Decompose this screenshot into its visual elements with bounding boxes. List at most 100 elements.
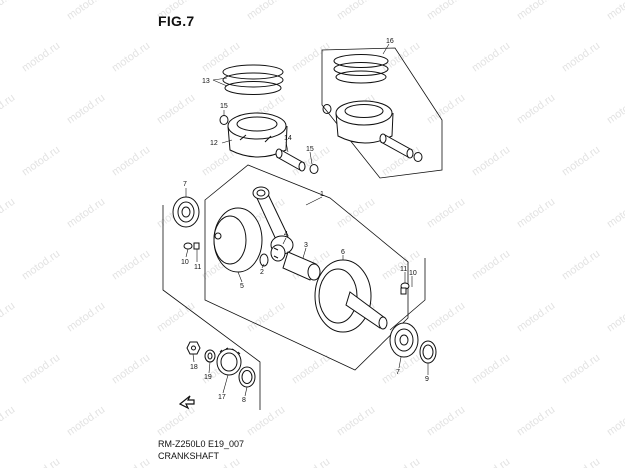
watermark-text: motod.ru <box>425 0 467 22</box>
callout-4: 4 <box>284 231 288 238</box>
piston-pin-left <box>275 148 306 172</box>
watermark-text: motod.ru <box>515 196 557 231</box>
watermark-text: motod.ru <box>470 248 512 283</box>
right-crank-web <box>314 259 388 333</box>
watermark-text: motod.ru <box>515 404 557 439</box>
watermark-text: motod.ru <box>605 92 625 127</box>
watermark-text: motod.ru <box>560 456 602 468</box>
right-oil-seal <box>419 340 437 364</box>
watermark-text: motod.ru <box>110 352 152 387</box>
right-key-pin <box>400 282 410 295</box>
watermark-text: motod.ru <box>515 92 557 127</box>
watermark-text: motod.ru <box>605 196 625 231</box>
watermark-text: motod.ru <box>65 0 107 22</box>
watermark-text: motod.ru <box>0 92 17 127</box>
watermark-text: motod.ru <box>0 300 17 335</box>
watermark-text: motod.ru <box>0 404 17 439</box>
watermark-text: motod.ru <box>20 144 62 179</box>
piston-right <box>335 100 394 144</box>
crankshaft-assembly-box <box>204 164 409 371</box>
callout-9: 9 <box>425 376 429 383</box>
watermark-text: motod.ru <box>245 404 287 439</box>
callout-16: 16 <box>386 38 394 45</box>
watermark-text: motod.ru <box>0 196 17 231</box>
left-key-pin <box>183 242 200 250</box>
watermark-text: motod.ru <box>515 300 557 335</box>
watermark-text: motod.ru <box>65 92 107 127</box>
callout-10-right: 10 <box>409 270 417 277</box>
callout-10: 10 <box>181 259 189 266</box>
callout-15-top: 15 <box>220 103 228 110</box>
watermark-text: motod.ru <box>110 248 152 283</box>
watermark-text: motod.ru <box>560 40 602 75</box>
watermark-text: motod.ru <box>65 196 107 231</box>
callout-15-right: 15 <box>306 146 314 153</box>
watermark-text: motod.ru <box>605 404 625 439</box>
watermark-text: motod.ru <box>335 196 377 231</box>
leader-lines <box>185 43 429 397</box>
nut-washer <box>204 349 216 363</box>
crank-pin <box>282 251 321 281</box>
watermark-text: motod.ru <box>200 40 242 75</box>
piston-pin-circlips-right <box>322 104 423 162</box>
piston-pin-circlips-left <box>219 115 319 174</box>
watermark-text: motod.ru <box>470 40 512 75</box>
watermark-text: motod.ru <box>155 300 197 335</box>
watermark-text: motod.ru <box>335 0 377 22</box>
watermark-text: motod.ru <box>155 404 197 439</box>
watermark-text: motod.ru <box>425 196 467 231</box>
piston-set-box <box>321 47 443 179</box>
right-bracket-line <box>389 258 426 331</box>
callout-5: 5 <box>240 283 244 290</box>
watermark-text: motod.ru <box>65 300 107 335</box>
figure-title: FIG.7 <box>158 13 195 29</box>
callout-12: 12 <box>210 140 218 147</box>
watermark-text: motod.ru <box>470 144 512 179</box>
watermark-text: motod.ru <box>20 248 62 283</box>
callouts: 13 15 12 14 15 16 7 1 4 3 2 5 6 10 11 11… <box>181 38 429 404</box>
caption-name: CRANKSHAFT <box>158 451 220 461</box>
watermark-text: motod.ru <box>335 404 377 439</box>
watermark-text: motod.ru <box>290 352 332 387</box>
watermark-text: motod.ru <box>155 92 197 127</box>
callout-6: 6 <box>341 249 345 256</box>
watermark-text: motod.ru <box>605 300 625 335</box>
watermark-text: motod.ru <box>245 0 287 22</box>
piston-rings-left <box>222 64 284 95</box>
right-main-bearing <box>389 322 419 358</box>
callout-17: 17 <box>218 394 226 401</box>
big-end-bearing <box>270 244 286 262</box>
callout-8: 8 <box>242 397 246 404</box>
caption-code: RM-Z250L0 E19_007 <box>158 439 245 449</box>
watermark-text: motod.ru <box>380 456 422 468</box>
watermark-text: motod.ru <box>470 352 512 387</box>
piston-left <box>227 112 288 158</box>
left-bracket-line <box>162 205 261 410</box>
watermark-text: motod.ru <box>245 300 287 335</box>
callout-19: 19 <box>204 374 212 381</box>
watermark-text: motod.ru <box>290 40 332 75</box>
watermark-text: motod.ru <box>20 352 62 387</box>
left-main-bearing <box>172 196 200 228</box>
primary-drive-gear <box>216 347 242 376</box>
callout-18: 18 <box>190 364 198 371</box>
watermark-text: motod.ru <box>20 40 62 75</box>
watermark-text: motod.ru <box>560 144 602 179</box>
thrust-washer <box>259 253 269 267</box>
piston-pin-right <box>379 133 414 159</box>
watermark-text: motod.ru <box>290 456 332 468</box>
piston-rings-right <box>333 54 389 84</box>
callout-2: 2 <box>260 269 264 276</box>
callout-7-right: 7 <box>396 369 400 376</box>
watermark-text: motod.ru <box>110 456 152 468</box>
callout-11-right: 11 <box>400 266 407 273</box>
callout-3: 3 <box>304 242 308 249</box>
watermark-text: motod.ru <box>560 248 602 283</box>
crank-nut <box>186 341 201 355</box>
watermark-text: motod.ru <box>65 404 107 439</box>
callout-13: 13 <box>202 78 210 85</box>
left-crank-web <box>213 207 263 273</box>
callout-11-left: 11 <box>194 264 201 271</box>
